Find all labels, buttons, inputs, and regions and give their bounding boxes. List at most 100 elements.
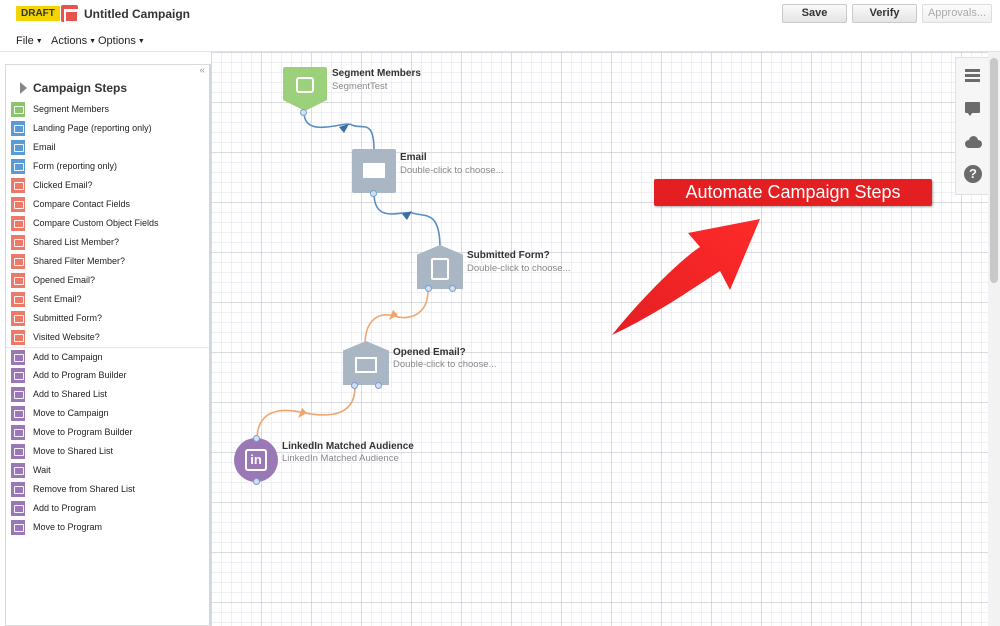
step-label: Email [33, 142, 56, 152]
chevron-down-icon: ▼ [35, 38, 43, 45]
yes-port[interactable] [375, 382, 382, 389]
scrollbar-thumb[interactable] [990, 58, 998, 283]
draft-badge: DRAFT [16, 6, 60, 21]
yes-port[interactable] [449, 285, 456, 292]
step-label: Form (reporting only) [33, 161, 118, 171]
step-label: Landing Page (reporting only) [33, 123, 152, 133]
step-item[interactable]: Compare Contact Fields [6, 195, 209, 214]
panel-title: Campaign Steps [33, 81, 128, 95]
step-label: Submitted Form? [33, 313, 103, 323]
chevron-down-icon: ▼ [89, 38, 97, 45]
step-item[interactable]: Compare Custom Object Fields [6, 214, 209, 233]
step-item[interactable]: Add to Program [6, 499, 209, 518]
step-item[interactable]: Visited Website? [6, 328, 209, 347]
actions-menu[interactable]: Actions▼ [51, 35, 96, 47]
output-port[interactable] [300, 109, 307, 116]
step-icon [11, 425, 25, 440]
step-item[interactable]: Form (reporting only) [6, 157, 209, 176]
step-item[interactable]: Move to Campaign [6, 404, 209, 423]
help-icon[interactable]: ? [963, 165, 983, 185]
opened-email-node[interactable] [343, 341, 389, 385]
step-icon [11, 406, 25, 421]
expand-triangle-icon [20, 82, 27, 94]
right-toolbar: ? [955, 57, 988, 195]
submitted-node-subtitle: Double-click to choose... [467, 263, 571, 274]
step-label: Shared List Member? [33, 237, 120, 247]
step-icon [11, 254, 25, 269]
step-item[interactable]: Shared Filter Member? [6, 252, 209, 271]
step-item[interactable]: Move to Program [6, 518, 209, 537]
step-label: Remove from Shared List [33, 484, 136, 494]
panel-header[interactable]: Campaign Steps [6, 77, 209, 99]
step-icon [11, 159, 25, 174]
step-icon [11, 121, 25, 136]
segment-node-subtitle: SegmentTest [332, 81, 388, 92]
step-icon [11, 140, 25, 155]
options-menu[interactable]: Options▼ [98, 35, 145, 47]
step-label: Move to Program [33, 522, 103, 532]
step-label: Compare Contact Fields [33, 199, 131, 209]
step-icon [11, 235, 25, 250]
approvals-button[interactable]: Approvals... [922, 4, 992, 23]
help-glyph: ? [964, 165, 982, 183]
no-port[interactable] [425, 285, 432, 292]
file-menu-label: File [16, 35, 34, 47]
segment-icon [296, 77, 314, 93]
file-menu[interactable]: File▼ [16, 35, 43, 47]
opened-node-subtitle: Double-click to choose... [393, 359, 497, 370]
output-port[interactable] [253, 478, 260, 485]
step-item[interactable]: Clicked Email? [6, 176, 209, 195]
step-item[interactable]: Move to Program Builder [6, 423, 209, 442]
opened-node-title: Opened Email? [393, 347, 466, 358]
verify-button[interactable]: Verify [852, 4, 917, 23]
step-item[interactable]: Email [6, 138, 209, 157]
submitted-form-node[interactable] [417, 245, 463, 289]
list-icon[interactable] [963, 66, 983, 86]
segment-members-node[interactable] [283, 67, 327, 111]
step-item[interactable]: Submitted Form? [6, 309, 209, 328]
collapse-panel-icon[interactable]: « [199, 65, 205, 76]
step-icon [11, 482, 25, 497]
comment-icon[interactable] [963, 100, 983, 120]
callout-label: Automate Campaign Steps [654, 179, 932, 206]
linkedin-node-title: LinkedIn Matched Audience [282, 441, 414, 452]
step-icon [11, 311, 25, 326]
chevron-down-icon: ▼ [137, 38, 145, 45]
step-label: Clicked Email? [33, 180, 93, 190]
no-port[interactable] [351, 382, 358, 389]
top-header: DRAFT Untitled Campaign Save Verify Appr… [0, 0, 1000, 30]
output-port[interactable] [370, 190, 377, 197]
email-node-title: Email [400, 152, 427, 163]
step-label: Visited Website? [33, 332, 100, 342]
canvas-scrollbar[interactable] [988, 52, 1000, 626]
save-button[interactable]: Save [782, 4, 847, 23]
step-item[interactable]: Remove from Shared List [6, 480, 209, 499]
step-label: Add to Shared List [33, 389, 108, 399]
step-item[interactable]: Add to Campaign [6, 347, 209, 366]
step-item[interactable]: Wait [6, 461, 209, 480]
linkedin-node[interactable]: in [234, 438, 278, 482]
step-item[interactable]: Move to Shared List [6, 442, 209, 461]
email-node[interactable] [352, 149, 396, 193]
cloud-icon[interactable] [963, 133, 983, 153]
input-port[interactable] [253, 435, 260, 442]
step-label: Move to Shared List [33, 446, 114, 456]
campaign-title[interactable]: Untitled Campaign [84, 7, 191, 21]
step-item[interactable]: Segment Members [6, 100, 209, 119]
step-item[interactable]: Opened Email? [6, 271, 209, 290]
campaign-icon [61, 5, 79, 23]
linkedin-node-subtitle: LinkedIn Matched Audience [282, 453, 399, 464]
step-item[interactable]: Add to Shared List [6, 385, 209, 404]
step-icon [11, 330, 25, 345]
step-label: Move to Program Builder [33, 427, 133, 437]
step-icon [11, 368, 25, 383]
callout-arrow-icon [612, 219, 760, 335]
step-label: Add to Campaign [33, 352, 103, 362]
step-item[interactable]: Add to Program Builder [6, 366, 209, 385]
step-item[interactable]: Shared List Member? [6, 233, 209, 252]
step-label: Shared Filter Member? [33, 256, 126, 266]
step-item[interactable]: Sent Email? [6, 290, 209, 309]
step-item[interactable]: Landing Page (reporting only) [6, 119, 209, 138]
